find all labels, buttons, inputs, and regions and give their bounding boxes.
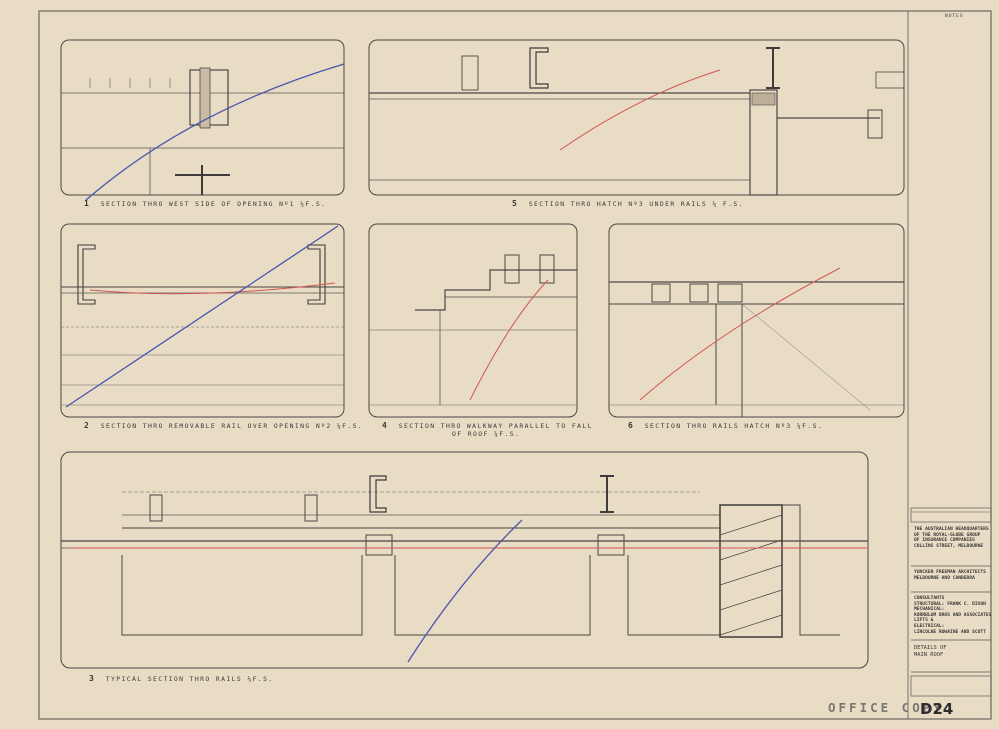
drawing-number: D24 — [920, 700, 954, 718]
detail-3-typical-section-rails — [60, 451, 869, 669]
detail-5-caption: 5 SECTION THRO HATCH Nº3 UNDER RAILS ¼ F… — [512, 199, 744, 208]
detail-4-caption: 4 SECTION THRO WALKWAY PARALLEL TO FALL — [382, 421, 593, 430]
title-block-consultants: CONSULTANTS STRUCTURAL: FRANK C. DIXON M… — [914, 596, 992, 635]
title-block-architect: YUNCKEN FREEMAN ARCHITECTS MELBOURNE AND… — [914, 570, 986, 581]
detail-4-red-pencil-mark — [469, 279, 549, 401]
title-block-client: THE AUSTRALIAN HEADQUARTERS OF THE ROYAL… — [914, 527, 989, 549]
detail-5-red-pencil-mark — [559, 69, 721, 151]
detail-6-red-pencil-mark — [639, 267, 841, 401]
detail-1-section-west-opening — [60, 39, 345, 201]
office-copy-stamp: OFFICE COPY — [828, 700, 944, 715]
detail-5-section-hatch-under-rails — [368, 39, 905, 196]
title-block — [910, 507, 992, 697]
detail-4-caption-line2: OF ROOF ¼F.S. — [452, 430, 521, 438]
detail-4-section-walkway — [368, 223, 578, 418]
title-block-sheet-title: DETAILS OF MAIN ROOF — [914, 645, 947, 658]
detail-3-caption: 3 TYPICAL SECTION THRO RAILS ¼F.S. — [89, 674, 274, 683]
detail-1-blue-pencil-mark — [85, 63, 345, 201]
sheet-border — [38, 10, 992, 720]
detail-2-red-pencil-mark — [89, 282, 336, 295]
detail-2-section-removable-rail — [60, 223, 345, 418]
detail-6-section-rails-hatch — [608, 223, 905, 418]
detail-2-caption: 2 SECTION THRO REMOVABLE RAIL OVER OPENI… — [84, 421, 364, 430]
detail-3-blue-pencil-mark — [407, 519, 523, 663]
notes-label: NOTES — [945, 14, 964, 19]
detail-6-caption: 6 SECTION THRO RAILS HATCH Nº3 ¼F.S. — [628, 421, 824, 430]
detail-1-caption: 1 SECTION THRO WEST SIDE OF OPENING Nº1 … — [84, 199, 327, 208]
detail-2-blue-pencil-mark — [65, 225, 339, 408]
